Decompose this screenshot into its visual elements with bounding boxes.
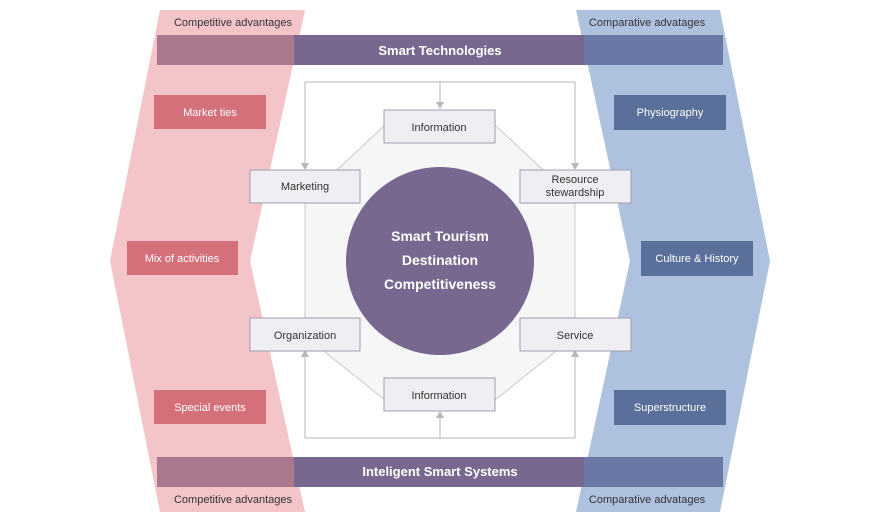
right-top-label: Comparative advatages: [589, 17, 706, 29]
node-label: Organization: [274, 330, 336, 342]
right-box-label: Physiography: [637, 107, 704, 119]
arrow-heads: [301, 102, 579, 418]
right-box-culture-history: Culture & History: [641, 241, 753, 276]
node-label-line-1: Resource: [551, 174, 598, 186]
left-box-mix-of-activities: Mix of activities: [127, 241, 238, 275]
right-box-label: Culture & History: [655, 253, 739, 265]
node-information-top: Information: [383, 109, 496, 144]
left-bottom-label: Competitive advantages: [174, 494, 293, 506]
node-label: Information: [411, 390, 466, 402]
node-resource-stewardship: Resource stewardship: [519, 169, 632, 204]
left-box-label: Special events: [174, 402, 246, 414]
left-box-label: Mix of activities: [145, 253, 220, 265]
left-box-market-ties: Market ties: [154, 95, 266, 129]
top-banner-left: [157, 35, 294, 65]
center-line-2: Destination: [402, 252, 478, 268]
top-banner-mid: [294, 35, 584, 65]
top-banner-right: [584, 35, 723, 65]
node-information-bottom: Information: [383, 377, 496, 412]
right-box-label: Superstructure: [634, 402, 706, 414]
node-marketing: Marketing: [249, 169, 361, 204]
bottom-banner-label: Inteligent Smart Systems: [362, 464, 517, 479]
left-box-label: Market ties: [183, 107, 237, 119]
node-service: Service: [519, 317, 632, 352]
node-label: Information: [411, 122, 466, 134]
center-circle: [346, 167, 534, 355]
right-box-superstructure: Superstructure: [614, 390, 726, 425]
node-organization: Organization: [249, 317, 361, 352]
right-box-physiography: Physiography: [614, 95, 726, 130]
left-top-label: Competitive advantages: [174, 17, 293, 29]
center-line-1: Smart Tourism: [391, 228, 489, 244]
left-box-special-events: Special events: [154, 390, 266, 424]
right-bottom-label: Comparative advatages: [589, 494, 706, 506]
top-banner-label: Smart Technologies: [378, 43, 501, 58]
bottom-banner-left: [157, 457, 294, 487]
node-label-line-2: stewardship: [546, 187, 605, 199]
node-label: Service: [557, 330, 594, 342]
bottom-banner-mid: [294, 457, 584, 487]
center-line-3: Competitiveness: [384, 276, 496, 292]
node-label: Marketing: [281, 181, 329, 193]
bottom-banner-right: [584, 457, 723, 487]
